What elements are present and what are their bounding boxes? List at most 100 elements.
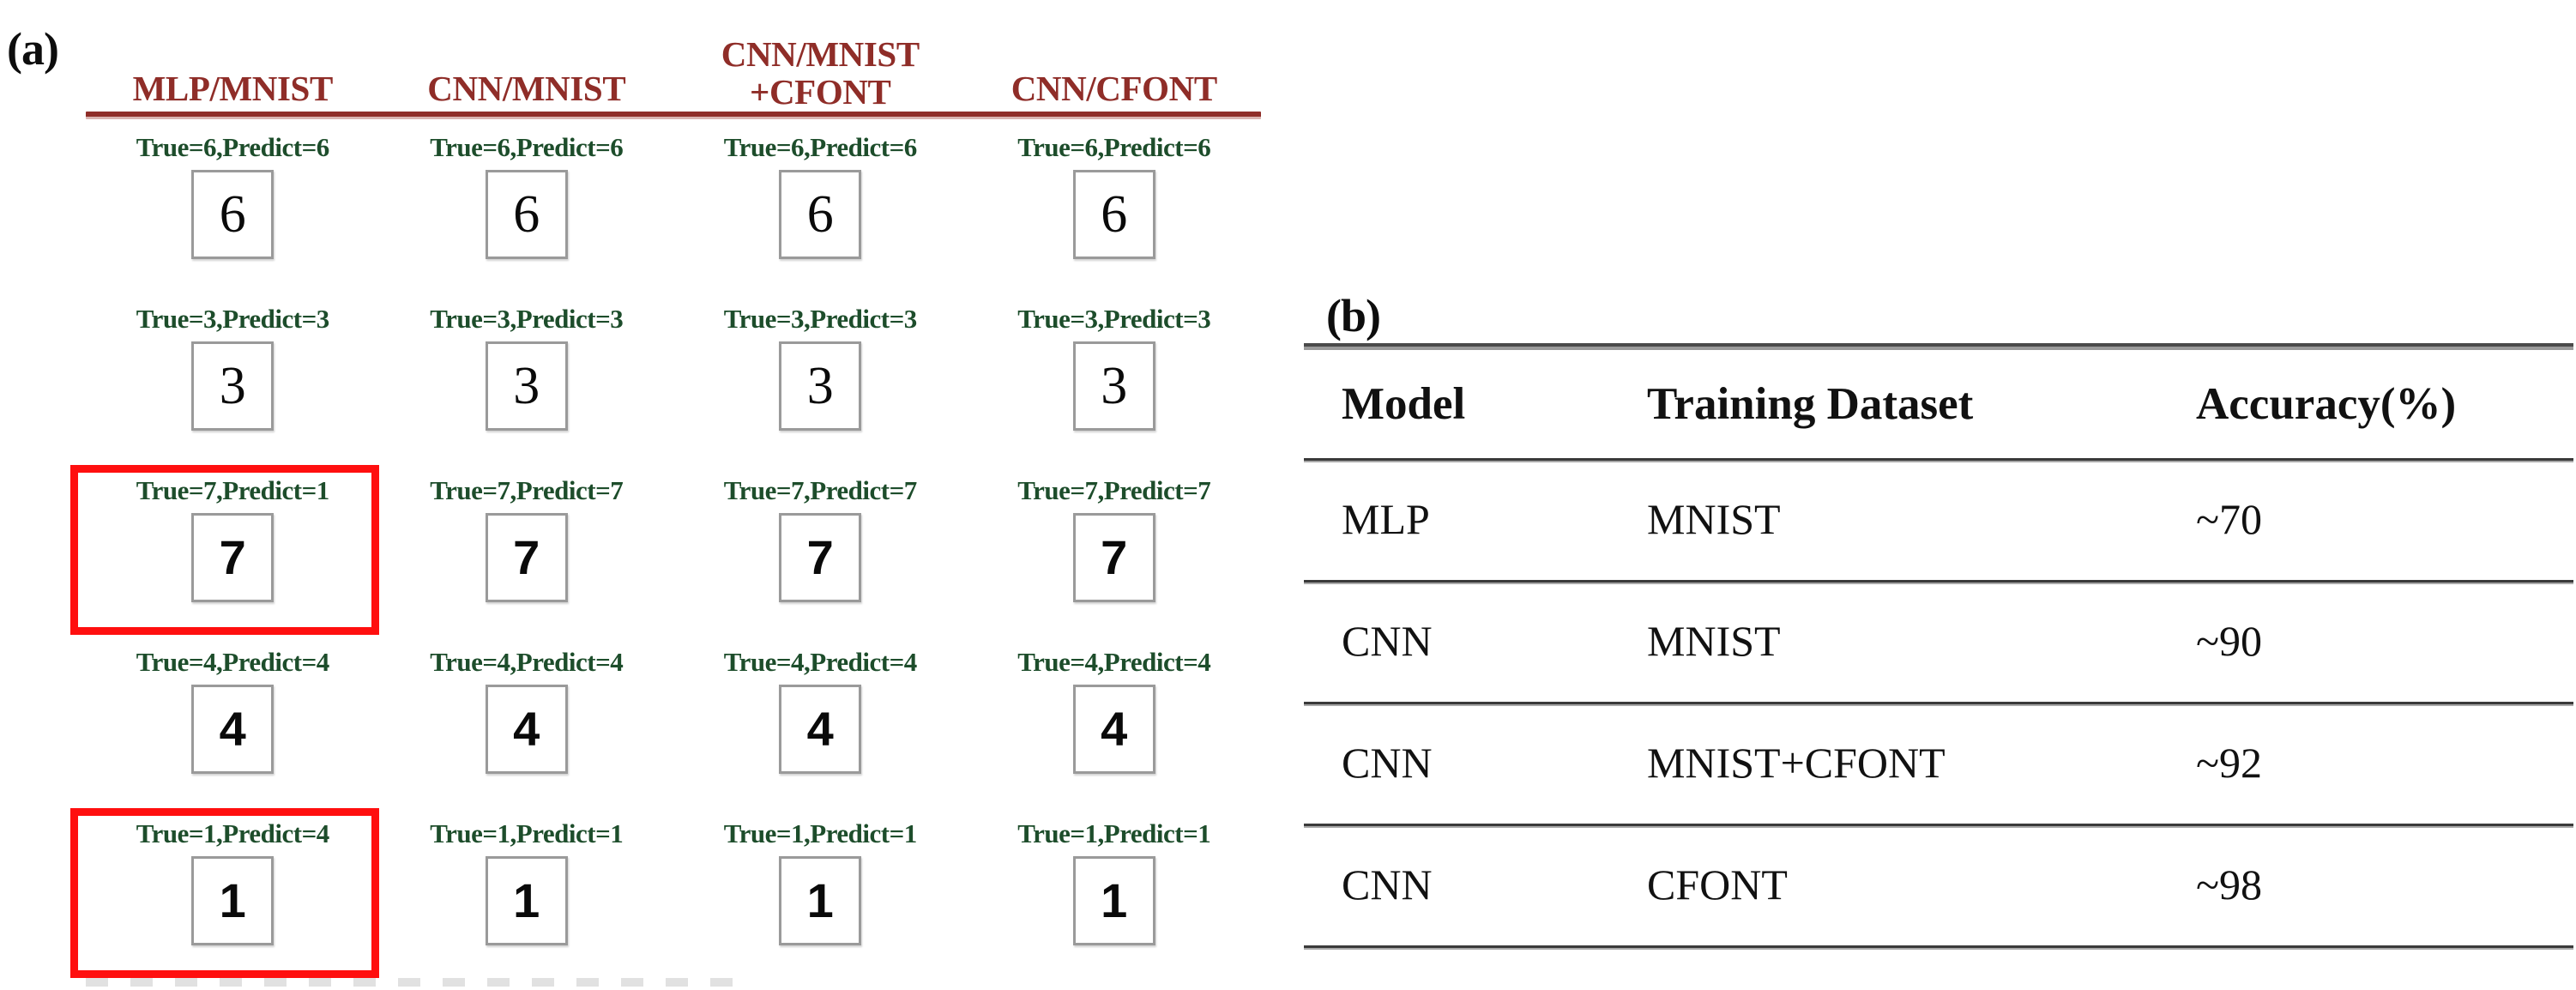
prediction-label: True=1,Predict=1 xyxy=(1017,818,1211,848)
prediction-label: True=1,Predict=4 xyxy=(136,818,330,848)
prediction-label: True=6,Predict=6 xyxy=(136,132,330,162)
table-cell-accuracy: ~98 xyxy=(2196,860,2263,909)
table-header-row: Model Training Dataset Accuracy(%) xyxy=(1304,343,2573,465)
digit-image: 6 xyxy=(485,170,568,259)
digit-image: 6 xyxy=(779,170,862,259)
prediction-label: True=3,Predict=3 xyxy=(136,304,330,334)
digit-image: 4 xyxy=(779,685,862,774)
prediction-label: True=1,Predict=1 xyxy=(723,818,918,848)
table-rule-bottom xyxy=(1304,945,2573,950)
prediction-label: True=6,Predict=6 xyxy=(723,132,918,162)
digit-image: 7 xyxy=(485,513,568,602)
digit-glyph: 3 xyxy=(1101,357,1128,415)
digit-glyph: 7 xyxy=(219,530,246,584)
digit-image: 1 xyxy=(191,856,274,945)
panel-a-column-header-3: CNN/CFONT xyxy=(968,69,1262,111)
panel-a-header-rule xyxy=(86,112,1261,119)
table-cell-accuracy: ~70 xyxy=(2196,495,2263,543)
prediction-cell: True=1,Predict=1 1 xyxy=(673,817,968,988)
panel-b-label: (b) xyxy=(1326,290,1381,341)
digit-image: 4 xyxy=(485,685,568,774)
panel-a-column-header-line: MLP/MNIST xyxy=(132,69,334,108)
prediction-cell: True=7,Predict=7 7 xyxy=(673,474,968,645)
digit-glyph: 1 xyxy=(806,873,834,927)
table-header-dataset: Training Dataset xyxy=(1647,379,1974,429)
panel-a-column-header-line: CNN/MNIST xyxy=(721,34,920,74)
prediction-cell: True=4,Predict=4 4 xyxy=(968,645,1262,817)
digit-image: 3 xyxy=(191,341,274,431)
digit-glyph: 7 xyxy=(1101,530,1128,584)
digit-glyph: 6 xyxy=(1101,185,1128,244)
prediction-cell: True=1,Predict=4 1 xyxy=(86,817,380,988)
table-row: CNN MNIST ~90 xyxy=(1304,580,2573,702)
table-row: CNN CFONT ~98 xyxy=(1304,824,2573,945)
prediction-cell: True=7,Predict=1 7 xyxy=(86,474,380,645)
prediction-cell: True=6,Predict=6 6 xyxy=(86,130,380,302)
digit-image: 4 xyxy=(1072,685,1155,774)
digit-glyph: 6 xyxy=(513,185,540,244)
digit-glyph: 1 xyxy=(1101,873,1128,927)
table-header-model: Model xyxy=(1342,379,1466,429)
prediction-cell: True=4,Predict=4 4 xyxy=(673,645,968,817)
table-cell-model: MLP xyxy=(1342,495,1430,543)
digit-image: 7 xyxy=(1072,513,1155,602)
panel-a-column-header-2: CNN/MNIST+CFONT xyxy=(673,35,968,111)
digit-glyph: 1 xyxy=(513,873,540,927)
panel-a-clipped-row-artifact xyxy=(86,978,738,987)
table-rule-row-2 xyxy=(1304,702,2573,706)
prediction-label: True=4,Predict=4 xyxy=(723,647,918,677)
table-rule-header xyxy=(1304,458,2573,462)
digit-glyph: 3 xyxy=(806,357,834,415)
prediction-cell: True=6,Predict=6 6 xyxy=(673,130,968,302)
table-header-accuracy: Accuracy(%) xyxy=(2196,379,2457,429)
panel-a-column-header-line: +CFONT xyxy=(750,72,891,112)
table-cell-model: CNN xyxy=(1342,739,1433,787)
panel-a-label: (a) xyxy=(7,23,59,75)
digit-glyph: 4 xyxy=(219,702,246,756)
panel-a-column-header-1: CNN/MNIST xyxy=(380,69,674,111)
table-rule-row-1 xyxy=(1304,580,2573,584)
table-row: MLP MNIST ~70 xyxy=(1304,458,2573,580)
digit-glyph: 7 xyxy=(806,530,834,584)
prediction-cell: True=1,Predict=1 1 xyxy=(968,817,1262,988)
table-cell-accuracy: ~90 xyxy=(2196,617,2263,665)
digit-image: 6 xyxy=(191,170,274,259)
table-cell-model: CNN xyxy=(1342,617,1433,665)
digit-glyph: 6 xyxy=(219,185,246,244)
digit-image: 7 xyxy=(779,513,862,602)
table-cell-dataset: MNIST xyxy=(1647,495,1781,543)
digit-image: 4 xyxy=(191,685,274,774)
table-cell-dataset: CFONT xyxy=(1647,860,1788,909)
table-cell-accuracy: ~92 xyxy=(2196,739,2263,787)
prediction-label: True=4,Predict=4 xyxy=(1017,647,1211,677)
table-cell-dataset: MNIST xyxy=(1647,617,1781,665)
prediction-label: True=7,Predict=7 xyxy=(723,475,918,505)
panel-a-column-header-line: CNN/MNIST xyxy=(427,69,626,108)
prediction-label: True=3,Predict=3 xyxy=(430,304,624,334)
digit-image: 7 xyxy=(191,513,274,602)
prediction-label: True=7,Predict=1 xyxy=(136,475,330,505)
prediction-cell: True=3,Predict=3 3 xyxy=(86,302,380,474)
table-row: CNN MNIST+CFONT ~92 xyxy=(1304,702,2573,824)
digit-image: 1 xyxy=(1072,856,1155,945)
prediction-cell: True=3,Predict=3 3 xyxy=(968,302,1262,474)
digit-image: 3 xyxy=(779,341,862,431)
digit-image: 3 xyxy=(1072,341,1155,431)
table-cell-dataset: MNIST+CFONT xyxy=(1647,739,1946,787)
prediction-label: True=3,Predict=3 xyxy=(1017,304,1211,334)
digit-glyph: 1 xyxy=(219,873,246,927)
panel-b-accuracy-table: (b) Model Training Dataset Accuracy(%) M… xyxy=(1295,0,2576,990)
digit-glyph: 3 xyxy=(219,357,246,415)
